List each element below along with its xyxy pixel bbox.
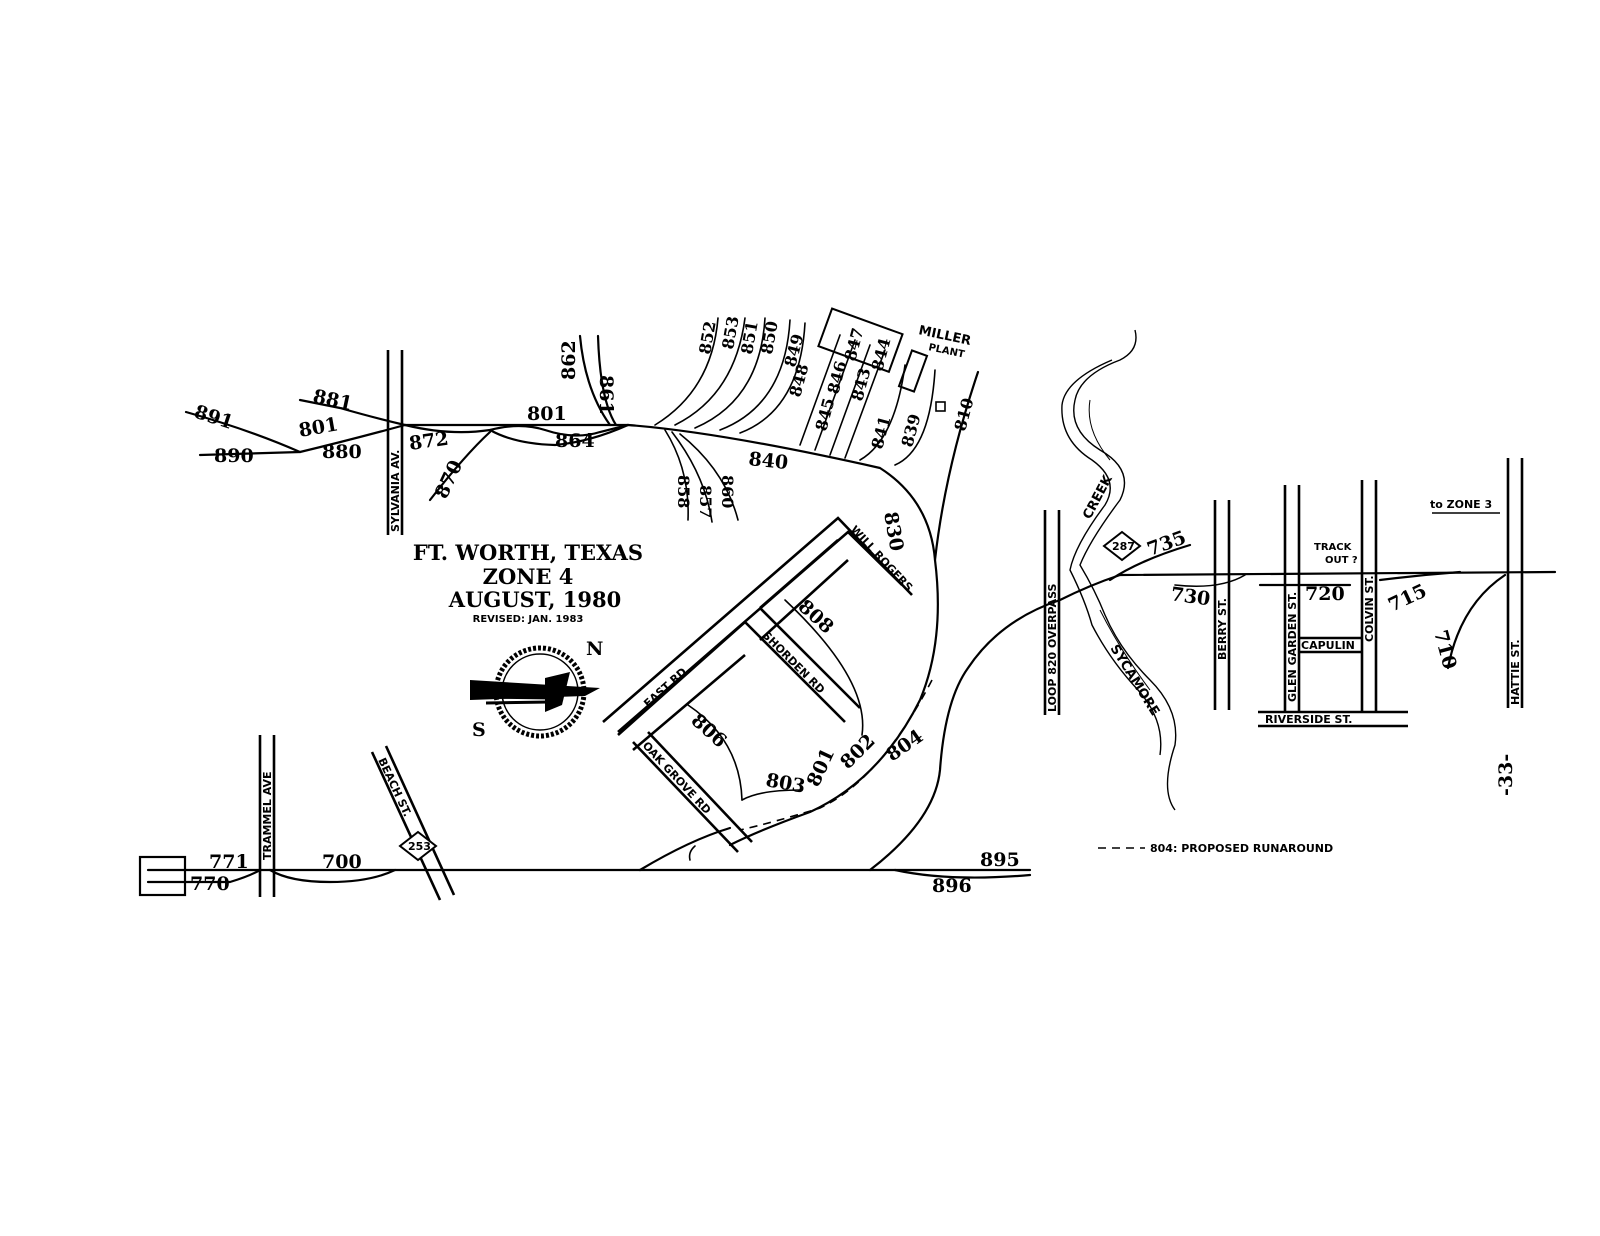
track-label-801: 801 — [527, 403, 567, 425]
track-label-735: 735 — [1144, 526, 1189, 560]
track-label-715: 715 — [1385, 580, 1430, 617]
creek-label-2: SYCAMORE — [1107, 642, 1163, 718]
street-riverside: RIVERSIDE ST. — [1265, 713, 1352, 726]
end-structure — [138, 855, 187, 897]
compass-north: N — [586, 638, 603, 660]
street-trammel: TRAMMEL AVE — [261, 771, 274, 860]
track-label-860: 860 — [718, 475, 737, 508]
compass-south: S — [472, 719, 486, 741]
track-label-841: 841 — [868, 414, 895, 451]
street-east-rd: EAST RD — [641, 665, 689, 710]
track-label-801-south: 801 — [803, 745, 840, 790]
highway-253-shield — [398, 830, 438, 862]
track-out-1: TRACK — [1314, 542, 1353, 553]
track-label-803: 803 — [764, 769, 807, 798]
track-label-730: 730 — [1169, 583, 1211, 610]
title-line-3: AUGUST, 1980 — [448, 587, 621, 612]
track-label-700: 700 — [322, 851, 362, 873]
highway-287-shield — [1102, 530, 1142, 562]
title-block: FT. WORTH, TEXAS ZONE 4 AUGUST, 1980 REV… — [413, 540, 643, 625]
track-label-870: 870 — [431, 457, 468, 502]
track-label-771: 771 — [209, 851, 249, 873]
track-label-770: 770 — [190, 873, 230, 895]
title-line-4: REVISED: JAN. 1983 — [473, 614, 584, 625]
track-label-872: 872 — [408, 428, 450, 455]
street-berry: BERRY ST. — [1216, 598, 1229, 660]
east-section: CREEK SYCAMORE LOOP 820 OVERPASS 287 BER… — [1043, 329, 1557, 855]
sylvania-ave: SYLVANIA AV. — [386, 350, 404, 535]
street-sylvania: SYLVANIA AV. — [389, 450, 402, 532]
title-line-2: ZONE 4 — [483, 564, 574, 589]
street-capulin: CAPULIN — [1301, 639, 1355, 652]
title-line-1: FT. WORTH, TEXAS — [413, 540, 643, 565]
track-label-895: 895 — [980, 849, 1020, 871]
track-label-862: 862 — [558, 340, 580, 380]
track-label-891: 891 — [191, 401, 236, 434]
track-label-806: 806 — [687, 709, 731, 752]
street-loop820: LOOP 820 OVERPASS — [1046, 583, 1059, 712]
track-label-801-west: 801 — [297, 413, 340, 442]
track-label-890: 890 — [214, 445, 254, 467]
track-label-839: 839 — [898, 412, 925, 449]
track-label-710: 710 — [1429, 628, 1461, 672]
street-hattie: HATTIE ST. — [1509, 640, 1522, 706]
track-out-2: OUT ? — [1325, 555, 1358, 566]
north-yard-tracks — [184, 317, 980, 847]
track-label-864: 864 — [555, 430, 595, 452]
track-label-720: 720 — [1305, 583, 1345, 605]
track-label-861: 861 — [595, 375, 617, 415]
track-label-804: 804 — [882, 725, 927, 766]
compass-emblem: N S — [470, 638, 603, 741]
to-zone-label: to ZONE 3 — [1430, 498, 1492, 511]
center-street-grid: WILL ROGERS EAST RD SHORDEN RD OAK GROVE… — [602, 516, 933, 853]
street-colvin: COLVIN ST. — [1363, 576, 1376, 643]
page-number: -33- — [1495, 754, 1517, 796]
street-glen-garden: GLEN GARDEN ST. — [1286, 592, 1299, 702]
track-label-846: 846 — [824, 359, 851, 396]
track-label-896: 896 — [932, 875, 972, 897]
legend-text: 804: PROPOSED RUNAROUND — [1150, 842, 1333, 855]
street-oak-grove: OAK GROVE RD — [640, 739, 714, 817]
track-label-880: 880 — [322, 441, 362, 463]
track-label-857: 857 — [696, 485, 715, 518]
street-shorden: SHORDEN RD — [760, 629, 827, 696]
highway-287-label: 287 — [1112, 540, 1135, 553]
track-label-810: 810 — [951, 396, 978, 433]
track-label-858: 858 — [674, 475, 693, 508]
track-label-847: 847 — [841, 326, 868, 363]
track-label-840: 840 — [747, 448, 789, 474]
highway-253-label: 253 — [408, 840, 431, 853]
track-label-843: 843 — [848, 366, 875, 403]
track-label-852: 852 — [695, 319, 720, 355]
track-number-labels: 891 890 881 801 880 872 870 801 864 862 … — [190, 314, 1461, 897]
track-label-881: 881 — [311, 385, 354, 415]
south-main-line: TRAMMEL AVE BEACH ST. 253 — [138, 573, 1122, 901]
track-label-830: 830 — [879, 510, 908, 553]
